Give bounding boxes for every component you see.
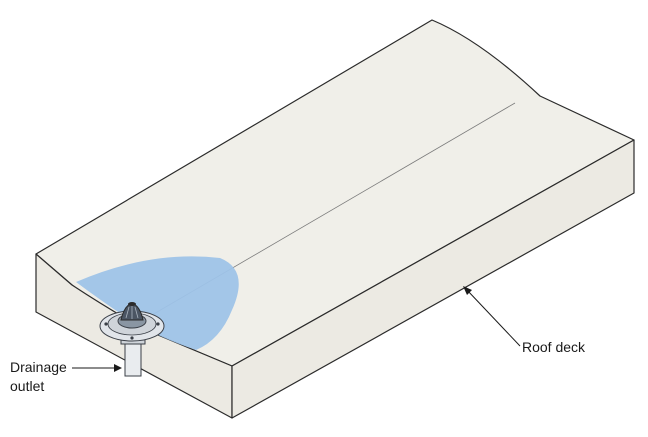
strainer-cap (128, 302, 136, 306)
roof-deck-label: Roof deck (522, 339, 586, 355)
outlet-pipe (124, 339, 142, 377)
strainer-rib (125, 306, 130, 319)
roof-deck-arrowhead (463, 286, 472, 295)
flange-bolt (130, 336, 134, 340)
roof-deck-front-face (231, 139, 635, 419)
flange-bolt (156, 322, 160, 326)
flange-bolt (104, 322, 108, 326)
drainage-outlet-arrowhead (114, 364, 122, 372)
drainage-outlet (99, 302, 165, 377)
strainer-rib (134, 306, 139, 319)
drainage-area (76, 256, 239, 350)
drainage-outlet-label-line2: outlet (10, 378, 44, 394)
drainage-outlet-callout: Drainage outlet (10, 359, 122, 394)
drainage-outlet-label-line1: Drainage (10, 359, 67, 375)
roof-deck-leader (466, 289, 521, 347)
roof-deck-callout: Roof deck (463, 286, 586, 355)
